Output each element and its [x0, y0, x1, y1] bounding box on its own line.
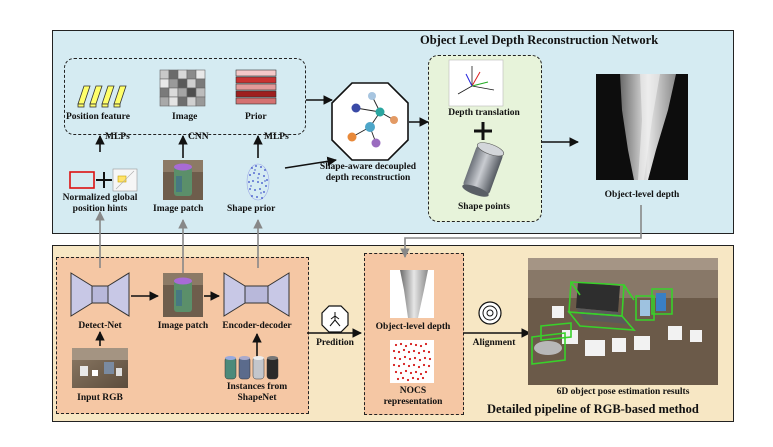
- label-hints-line2: position hints: [72, 204, 128, 214]
- label-nocs-line2: representation: [383, 397, 443, 407]
- label-detect-net: Detect-Net: [78, 321, 122, 331]
- hint-box-icon: [69, 171, 95, 189]
- detect-net-icon: [70, 272, 130, 317]
- label-alignment: Alignment: [472, 338, 516, 348]
- image-patch-top: [163, 160, 203, 200]
- label-nocs-line1: NOCS: [399, 386, 427, 396]
- label-object-level-depth-top: Object-level depth: [604, 190, 680, 200]
- label-input-rgb: Input RGB: [77, 393, 123, 403]
- label-decoupled-line1: Shape-aware decoupled: [319, 162, 417, 172]
- image-patch-bottom: [163, 273, 203, 317]
- prior-stack-icon: [235, 69, 277, 105]
- bar-feature-icon: [77, 85, 127, 108]
- label-image-patch-top: Image patch: [153, 204, 204, 214]
- depth-translation-axes: [448, 59, 504, 107]
- label-encoder-decoder: Encoder-decoder: [222, 321, 292, 331]
- input-rgb-photo: [72, 348, 128, 388]
- prediction-sign-icon: [321, 305, 349, 333]
- label-cnn: CNN: [188, 132, 209, 142]
- object-depth-top: [596, 74, 688, 180]
- label-image: Image: [172, 112, 198, 122]
- top-panel-title: Object Level Depth Reconstruction Networ…: [420, 33, 659, 47]
- label-object-level-depth-bottom: Object-level depth: [375, 322, 451, 332]
- label-position-feature: Position feature: [66, 112, 130, 122]
- label-prior: Prior: [245, 112, 267, 122]
- label-shape-prior: Shape prior: [227, 204, 276, 214]
- pose-results-photo: [528, 258, 718, 385]
- label-instances-line1: Instances from: [226, 382, 288, 392]
- label-pose-results: 6D object pose estimation results: [556, 387, 690, 397]
- label-predition: Predition: [316, 338, 354, 348]
- grid-image-icon: [159, 69, 206, 107]
- label-mlps-right: MLPs: [264, 132, 289, 142]
- alignment-target-icon: [478, 301, 502, 325]
- hint-map-icon: [112, 168, 138, 192]
- label-instances-line2: ShapeNet: [237, 393, 277, 403]
- label-mlps-left: MLPs: [105, 132, 130, 142]
- label-depth-translation: Depth translation: [448, 108, 520, 118]
- label-hints-line1: Normalized global: [62, 193, 138, 203]
- feature-group-box: [64, 58, 306, 135]
- encoder-decoder-icon: [223, 272, 290, 317]
- label-shape-points: Shape points: [457, 202, 510, 212]
- shape-prior-cloud: [246, 163, 270, 201]
- bottom-panel-title: Detailed pipeline of RGB-based method: [487, 402, 699, 416]
- nocs-cloud: [390, 340, 434, 383]
- label-decoupled-line2: depth reconstruction: [325, 173, 411, 183]
- object-depth-bottom: [390, 270, 434, 318]
- label-image-patch-bottom: Image patch: [157, 321, 209, 331]
- graph-network-icon: [331, 82, 409, 161]
- shape-points-can: [462, 142, 505, 197]
- shapenet-instances: [224, 356, 279, 380]
